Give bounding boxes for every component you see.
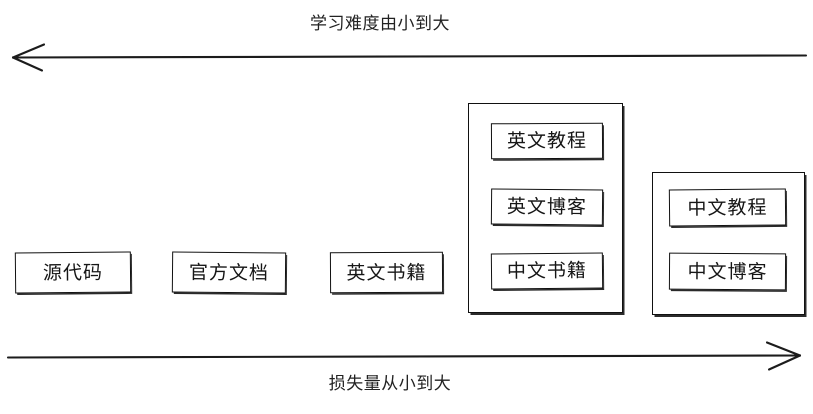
node-chinese-tutorial[interactable]: 中文教程: [668, 188, 787, 227]
arrow-right-icon: [6, 341, 802, 371]
node-source-code-label: 源代码: [42, 261, 104, 284]
group-english-materials: 英文教程 英文博客 中文书籍: [468, 103, 623, 313]
node-official-docs-label: 官方文档: [188, 261, 270, 284]
node-chinese-blog[interactable]: 中文博客: [668, 252, 787, 291]
bottom-axis-label: 损失量从小到大: [328, 374, 452, 394]
node-source-code[interactable]: 源代码: [14, 251, 132, 294]
node-chinese-blog-label: 中文博客: [687, 260, 768, 283]
node-chinese-books-label: 中文书籍: [506, 259, 588, 283]
node-english-blog-label: 英文博客: [506, 195, 588, 219]
node-english-blog[interactable]: 英文博客: [490, 188, 604, 226]
top-axis-label: 学习难度由小到大: [310, 14, 450, 34]
node-english-tutorial-label: 英文教程: [506, 129, 588, 153]
node-english-books[interactable]: 英文书籍: [329, 251, 444, 294]
node-chinese-books[interactable]: 中文书籍: [490, 252, 604, 290]
node-english-tutorial[interactable]: 英文教程: [490, 122, 604, 160]
group-chinese-materials: 中文教程 中文博客: [652, 172, 805, 315]
arrow-left-icon: [11, 43, 808, 72]
node-chinese-tutorial-label: 中文教程: [687, 196, 768, 219]
node-official-docs[interactable]: 官方文档: [171, 251, 287, 294]
node-english-books-label: 英文书籍: [346, 261, 427, 284]
